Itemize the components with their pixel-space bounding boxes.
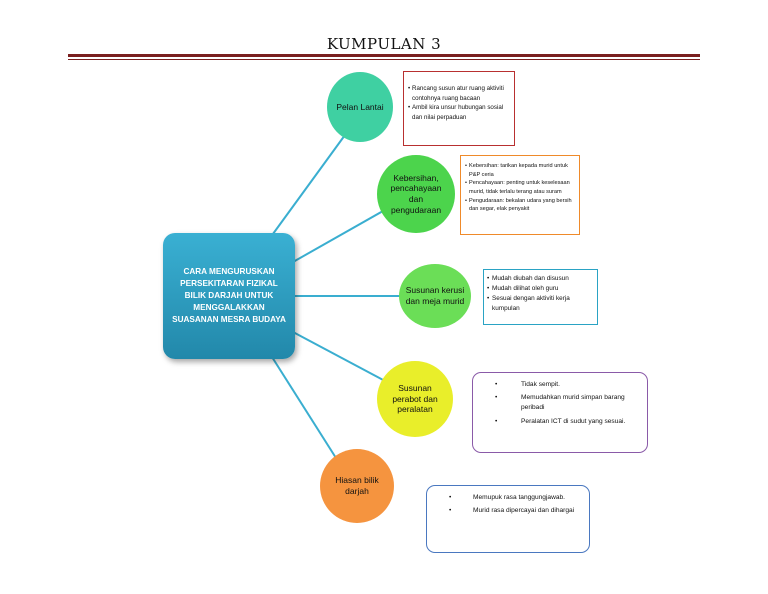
detail-item: Rancang susun atur ruang aktiviti contoh… xyxy=(408,84,510,103)
node-susunan-perabot: Susunan perabot dan peralatan xyxy=(377,361,453,437)
detail-item: Peralatan ICT di sudut yang sesuai. xyxy=(483,417,637,427)
detail-item: Kebersihan: tarikan kepada murid untuk P… xyxy=(465,162,575,179)
connector-hiasan xyxy=(271,356,337,459)
node-susunan-kerusi: Susunan kerusi dan meja murid xyxy=(399,264,471,328)
detail-box-susunan-perabot: Tidak sempit. Memudahkan murid simpan ba… xyxy=(472,372,648,453)
detail-item: Memupuk rasa tanggungjawab. xyxy=(437,493,579,503)
page-title: KUMPULAN 3 xyxy=(326,35,442,53)
detail-box-susunan-kerusi: Mudah diubah dan disusun Mudah dilihat o… xyxy=(483,269,598,325)
detail-item: Mudah diubah dan disusun xyxy=(487,274,594,284)
detail-item: Mudah dilihat oleh guru xyxy=(487,284,594,294)
node-kebersihan: Kebersihan, pencahayaan dan pengudaraan xyxy=(377,155,455,233)
title-rule-thick xyxy=(68,54,700,57)
detail-item: Memudahkan murid simpan barang peribadi xyxy=(483,393,637,413)
connector-kebersihan xyxy=(292,210,384,263)
detail-item: Sesuai dengan aktiviti kerja kumpulan xyxy=(487,294,594,314)
node-hiasan: Hiasan bilik darjah xyxy=(320,449,394,523)
node-pelan-lantai: Pelan Lantai xyxy=(327,72,393,142)
center-topic: CARA MENGURUSKAN PERSEKITARAN FIZIKAL BI… xyxy=(163,233,295,359)
connector-susunan-perabot xyxy=(292,331,386,382)
title-rule-thin xyxy=(68,59,700,60)
detail-box-hiasan: Memupuk rasa tanggungjawab. Murid rasa d… xyxy=(426,485,590,553)
detail-item: Ambil kira unsur hubungan sosial dan nil… xyxy=(408,103,510,122)
detail-item: Pencahayaan: penting untuk keselesaan mu… xyxy=(465,179,575,196)
detail-box-kebersihan: Kebersihan: tarikan kepada murid untuk P… xyxy=(460,155,580,235)
connector-pelan-lantai xyxy=(269,134,346,239)
detail-item: Murid rasa dipercayai dan dihargai xyxy=(437,506,579,516)
detail-item: Tidak sempit. xyxy=(483,380,637,390)
detail-box-pelan-lantai: Rancang susun atur ruang aktiviti contoh… xyxy=(403,71,515,146)
detail-item: Pengudaraan: bekalan udara yang bersih d… xyxy=(465,197,575,214)
